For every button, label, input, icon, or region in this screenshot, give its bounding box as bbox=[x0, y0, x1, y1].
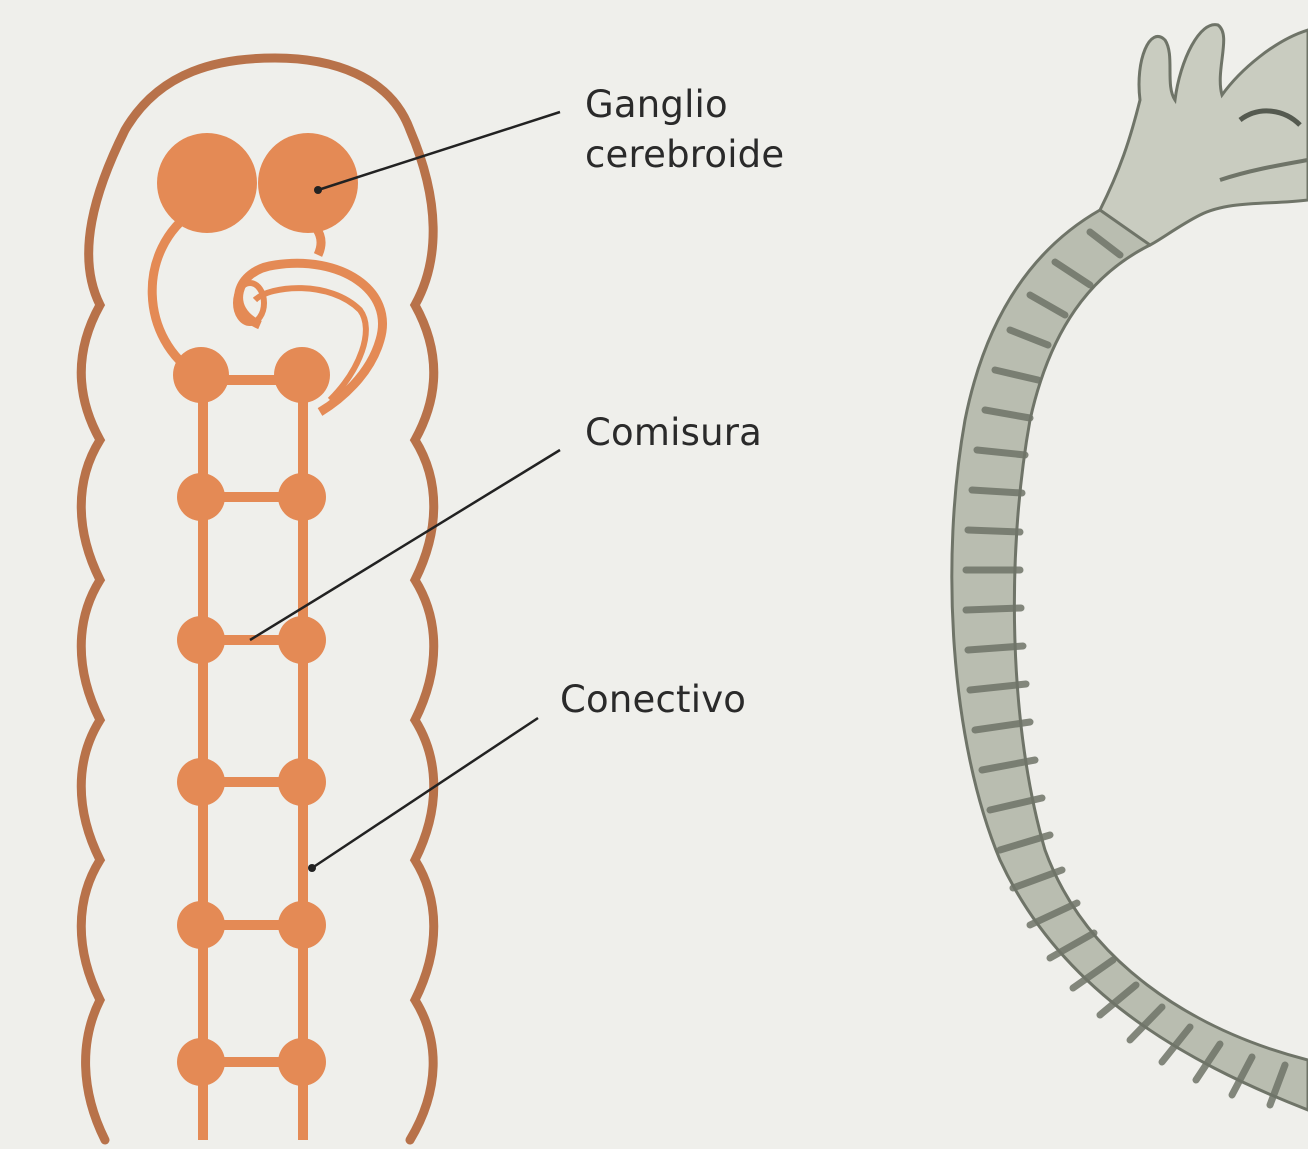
ganglion-right-5 bbox=[278, 901, 326, 949]
label-ganglio-line1: Ganglio bbox=[585, 80, 784, 130]
worm-illustration bbox=[952, 25, 1308, 1110]
label-comisura-text: Comisura bbox=[585, 408, 762, 458]
worm-illustration-body bbox=[952, 195, 1308, 1110]
cerebral-ganglion-left bbox=[157, 133, 257, 233]
subpharyngeal-ganglion-right bbox=[274, 347, 330, 403]
ganglion-right-3 bbox=[278, 616, 326, 664]
label-comisura: Comisura bbox=[585, 408, 762, 458]
ganglion-left-6 bbox=[177, 1038, 225, 1086]
ganglion-left-2 bbox=[177, 473, 225, 521]
worm-illustration-head bbox=[1100, 25, 1308, 245]
label-conectivo-text: Conectivo bbox=[560, 675, 746, 725]
label-ganglio-cerebroide: Ganglio cerebroide bbox=[585, 80, 784, 180]
worm-body-outline bbox=[81, 58, 434, 1140]
ganglion-left-4 bbox=[177, 758, 225, 806]
leader-dot-ganglio bbox=[314, 186, 322, 194]
subpharyngeal-ganglion-left bbox=[173, 347, 229, 403]
label-ganglio-line2: cerebroide bbox=[585, 130, 784, 180]
ganglion-right-4 bbox=[278, 758, 326, 806]
ganglion-right-6 bbox=[278, 1038, 326, 1086]
ganglion-left-5 bbox=[177, 901, 225, 949]
label-conectivo: Conectivo bbox=[560, 675, 746, 725]
ganglion-left-3 bbox=[177, 616, 225, 664]
ganglion-right-2 bbox=[278, 473, 326, 521]
leader-line-ganglio bbox=[318, 112, 560, 190]
leader-dot-conectivo bbox=[308, 864, 316, 872]
